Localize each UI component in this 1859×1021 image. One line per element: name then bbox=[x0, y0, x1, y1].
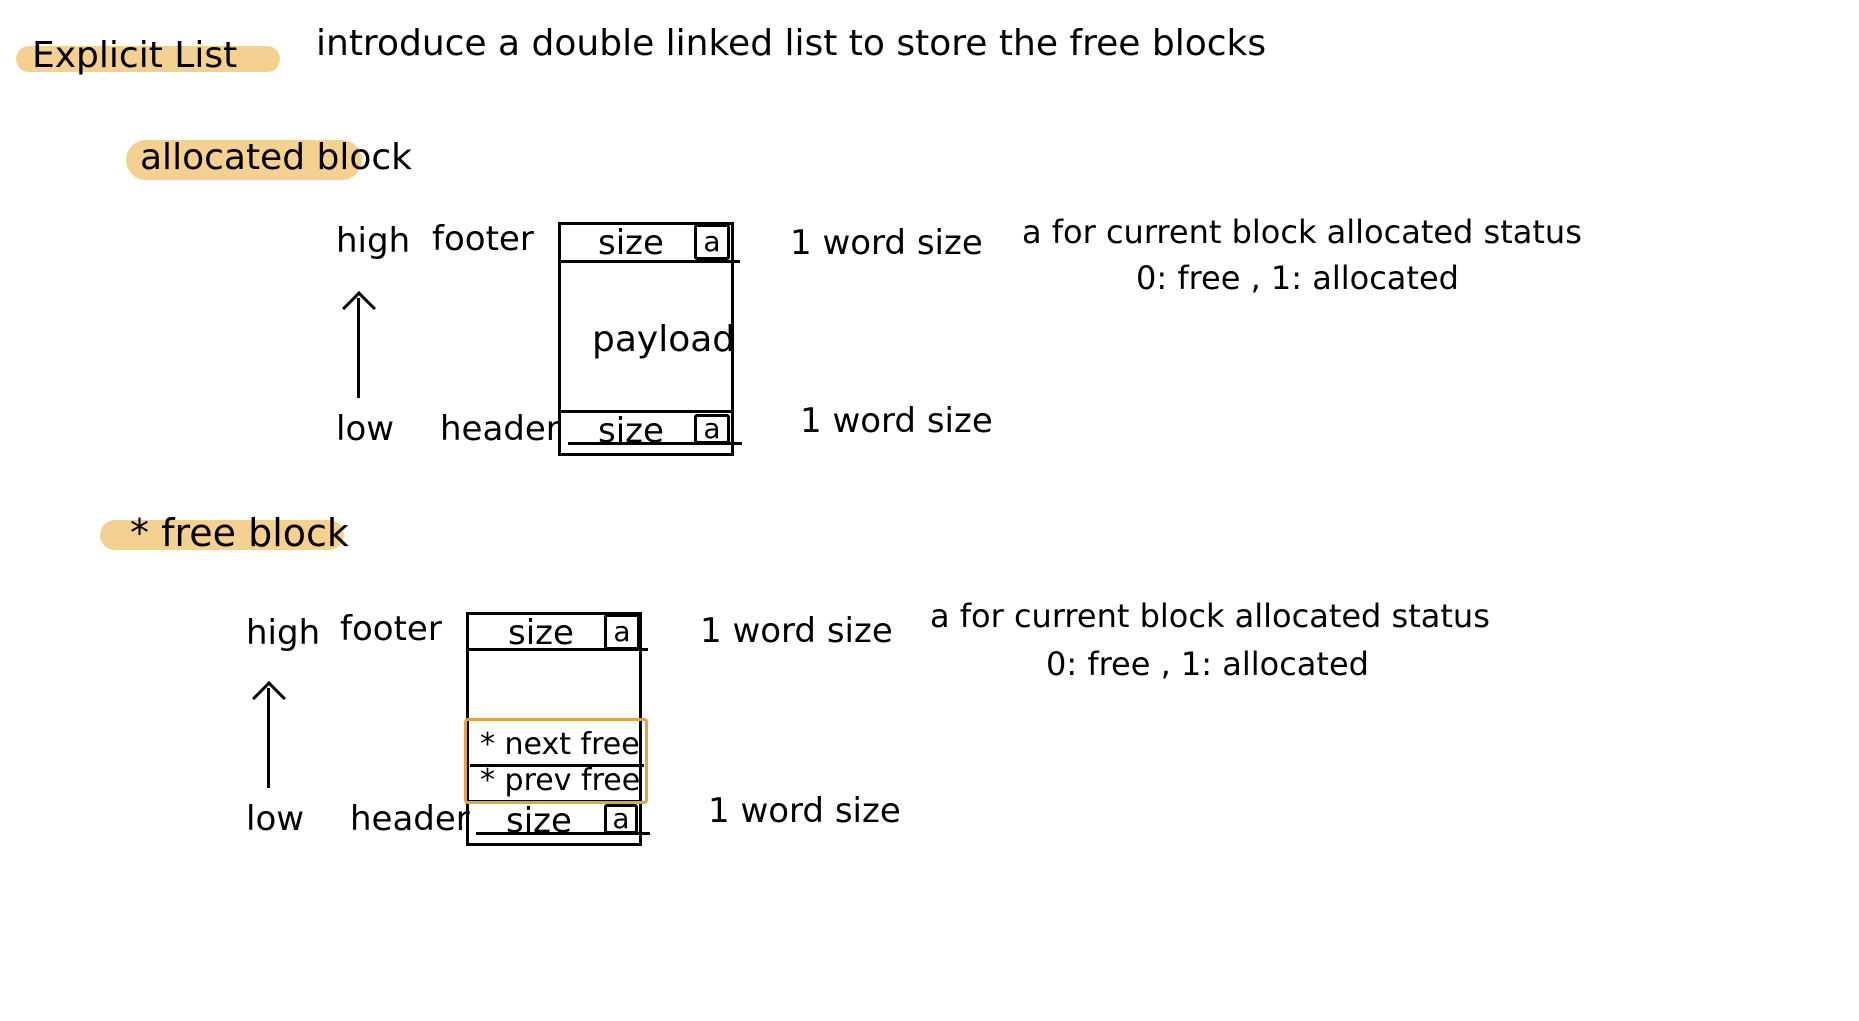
free-note-line1: a for current block allocated status bbox=[930, 597, 1490, 635]
allocated-heading: allocated block bbox=[140, 137, 413, 178]
title-description: introduce a double linked list to store … bbox=[316, 23, 1267, 64]
allocated-note-line2: 0: free , 1: allocated bbox=[1136, 259, 1459, 297]
title-label: Explicit List bbox=[32, 35, 238, 76]
allocated-high-label: high bbox=[336, 221, 411, 261]
allocated-payload: payload bbox=[592, 319, 736, 360]
free-up-arrowhead-icon bbox=[252, 681, 286, 715]
allocated-footer-flag: a bbox=[694, 224, 730, 260]
allocated-up-arrowhead-icon bbox=[342, 291, 376, 325]
free-header-word-size: 1 word size bbox=[708, 791, 901, 831]
free-heading: * free block bbox=[130, 511, 349, 555]
free-pointer-divider bbox=[470, 764, 644, 767]
allocated-heading-highlight bbox=[126, 140, 362, 180]
free-prev-pointer: * prev free bbox=[480, 763, 641, 798]
free-footer-label: footer bbox=[340, 609, 442, 649]
free-high-label: high bbox=[246, 613, 321, 653]
free-footer-word-size: 1 word size bbox=[700, 611, 893, 651]
free-note-line2: 0: free , 1: allocated bbox=[1046, 645, 1369, 683]
allocated-header-word-size: 1 word size bbox=[800, 401, 993, 441]
allocated-note-line1: a for current block allocated status bbox=[1022, 213, 1582, 251]
allocated-header-divider-top bbox=[558, 410, 734, 413]
allocated-block-box bbox=[558, 222, 734, 456]
free-header-divider-bottom bbox=[476, 832, 650, 835]
free-block-box bbox=[466, 612, 642, 846]
free-footer-flag: a bbox=[604, 614, 640, 650]
free-header-label: header bbox=[350, 799, 470, 839]
title-highlight bbox=[16, 46, 280, 72]
allocated-footer-size: size bbox=[598, 223, 664, 263]
allocated-low-label: low bbox=[336, 409, 395, 449]
free-header-flag: a bbox=[604, 804, 638, 834]
allocated-footer-label: footer bbox=[432, 219, 534, 259]
free-up-arrow-icon bbox=[267, 688, 270, 788]
free-footer-divider bbox=[466, 648, 648, 651]
allocated-up-arrow-icon bbox=[357, 298, 360, 398]
allocated-footer-divider bbox=[558, 260, 740, 263]
allocated-header-label: header bbox=[440, 409, 560, 449]
free-next-pointer: * next free bbox=[480, 727, 640, 762]
allocated-header-size: size bbox=[598, 411, 664, 451]
free-heading-highlight bbox=[100, 520, 344, 550]
allocated-footer-word-size: 1 word size bbox=[790, 223, 983, 263]
allocated-header-flag: a bbox=[694, 414, 730, 444]
free-low-label: low bbox=[246, 799, 305, 839]
allocated-header-divider-bottom bbox=[568, 442, 742, 445]
free-pointers-highlight-box bbox=[464, 718, 648, 804]
free-header-size: size bbox=[506, 801, 572, 841]
free-footer-size: size bbox=[508, 613, 574, 653]
